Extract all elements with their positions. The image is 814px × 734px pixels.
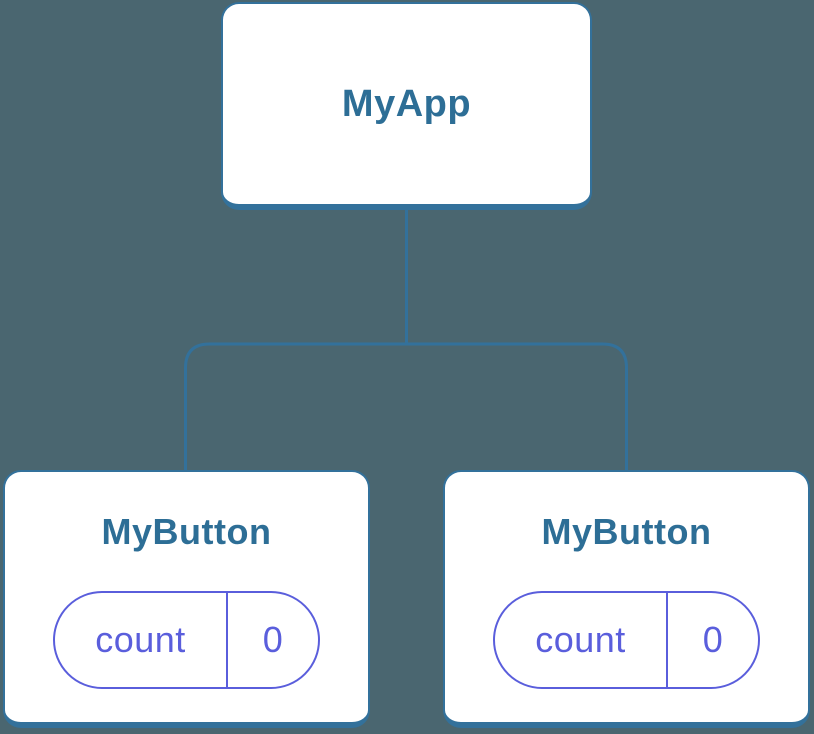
node-mybutton-right-label: MyButton	[541, 511, 712, 552]
node-myapp: MyApp	[221, 2, 592, 210]
node-mybutton-right: MyButton count 0	[443, 470, 810, 728]
connector-branch-bracket	[184, 342, 628, 474]
node-myapp-label: MyApp	[341, 83, 472, 125]
state-value-label: 0	[702, 619, 724, 660]
node-mybutton-left: MyButton count 0	[3, 470, 370, 728]
state-key-label: count	[495, 593, 668, 687]
state-pill-left: count 0	[53, 591, 320, 689]
state-value-label: 0	[262, 619, 284, 660]
state-key-label: count	[55, 593, 228, 687]
node-mybutton-left-label: MyButton	[101, 511, 272, 552]
state-pill-right: count 0	[493, 591, 760, 689]
